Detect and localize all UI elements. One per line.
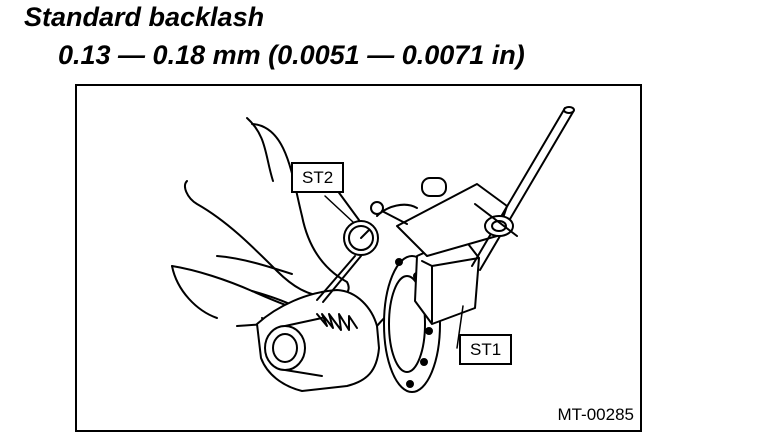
page-title: Standard backlash xyxy=(24,2,265,32)
callout-st1: ST1 xyxy=(459,334,513,365)
backlash-spec: 0.13 — 0.18 mm (0.0051 — 0.0071 in) xyxy=(58,40,525,70)
callout-st2: ST2 xyxy=(291,162,345,193)
figure-code: MT-00285 xyxy=(557,405,634,424)
figure-frame: ST2 ST1 MT-00285 xyxy=(75,84,642,432)
backlash-measurement-illustration xyxy=(171,106,575,393)
